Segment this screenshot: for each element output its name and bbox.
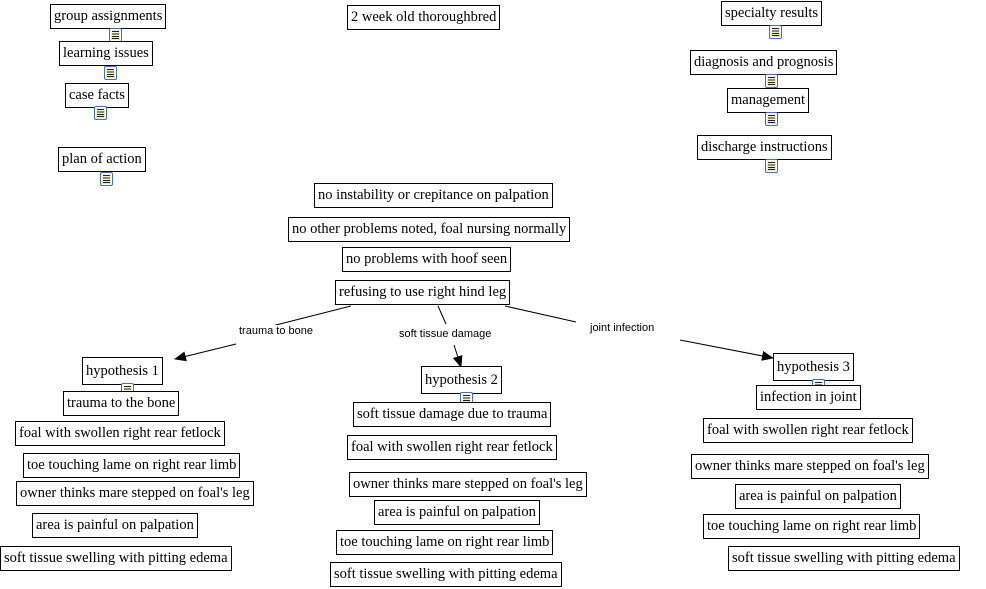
document-icon[interactable]	[765, 74, 778, 88]
document-icon[interactable]	[769, 25, 782, 39]
link-label-soft-tissue-damage[interactable]: soft tissue damage	[399, 328, 492, 340]
hypothesis-1-node[interactable]: hypothesis 1	[82, 357, 163, 385]
column-2-item[interactable]: toe touching lame on right rear limb	[336, 530, 554, 555]
specialty-results-node[interactable]: specialty results	[721, 1, 823, 26]
column-1-item[interactable]: soft tissue swelling with pitting edema	[0, 546, 232, 571]
link-line-to-hypothesis-2	[437, 305, 447, 325]
document-icon[interactable]	[109, 28, 122, 42]
column-2-item[interactable]: soft tissue damage due to trauma	[353, 402, 552, 427]
diagnosis-and-prognosis-node[interactable]: diagnosis and prognosis	[690, 50, 838, 75]
column-2-item[interactable]: soft tissue swelling with pitting edema	[330, 562, 562, 587]
title-node[interactable]: 2 week old thoroughbred	[347, 5, 501, 30]
hypothesis-2-node[interactable]: hypothesis 2	[421, 366, 502, 394]
column-2-item[interactable]: foal with swollen right rear fetlock	[347, 435, 557, 460]
link-label-trauma-to-bone[interactable]: trauma to bone	[239, 325, 313, 337]
column-3-item[interactable]: toe touching lame on right rear limb	[703, 514, 921, 539]
column-3-item[interactable]: foal with swollen right rear fetlock	[703, 418, 913, 443]
plan-of-action-node[interactable]: plan of action	[58, 147, 146, 172]
document-icon[interactable]	[765, 112, 778, 126]
no-other-problems-node[interactable]: no other problems noted, foal nursing no…	[288, 217, 571, 242]
refusing-node[interactable]: refusing to use right hind leg	[335, 280, 511, 305]
column-3-item[interactable]: owner thinks mare stepped on foal's leg	[691, 454, 929, 479]
link-arrow-to-hypothesis-1	[174, 343, 237, 362]
column-3-item[interactable]: infection in joint	[756, 385, 861, 410]
column-3-item[interactable]: soft tissue swelling with pitting edema	[728, 546, 960, 571]
no-problems-hoof-node[interactable]: no problems with hoof seen	[342, 247, 512, 272]
document-icon[interactable]	[765, 159, 778, 173]
link-arrow-to-hypothesis-2	[452, 344, 463, 368]
column-1-item[interactable]: foal with swollen right rear fetlock	[15, 421, 225, 446]
column-2-item[interactable]: area is painful on palpation	[374, 500, 540, 525]
column-1-item[interactable]: trauma to the bone	[63, 391, 180, 416]
link-line-to-hypothesis-1	[271, 305, 352, 327]
no-instability-node[interactable]: no instability or crepitance on palpatio…	[314, 183, 553, 208]
column-1-item[interactable]: toe touching lame on right rear limb	[23, 453, 241, 478]
learning-issues-node[interactable]: learning issues	[59, 41, 153, 66]
group-assignments-node[interactable]: group assignments	[50, 4, 167, 29]
column-1-item[interactable]: area is painful on palpation	[32, 513, 198, 538]
discharge-instructions-node[interactable]: discharge instructions	[697, 135, 832, 160]
document-icon[interactable]	[94, 106, 107, 120]
hypothesis-3-node[interactable]: hypothesis 3	[773, 353, 854, 381]
case-facts-node[interactable]: case facts	[65, 83, 129, 108]
document-icon[interactable]	[104, 66, 117, 80]
column-3-item[interactable]: area is painful on palpation	[735, 484, 901, 509]
link-arrow-to-hypothesis-3	[679, 339, 774, 361]
link-line-to-hypothesis-3	[504, 305, 577, 323]
column-2-item[interactable]: owner thinks mare stepped on foal's leg	[349, 472, 587, 497]
document-icon[interactable]	[100, 172, 113, 186]
management-node[interactable]: management	[727, 88, 810, 113]
link-label-joint-infection[interactable]: joint infection	[590, 322, 655, 334]
column-1-item[interactable]: owner thinks mare stepped on foal's leg	[16, 481, 254, 506]
